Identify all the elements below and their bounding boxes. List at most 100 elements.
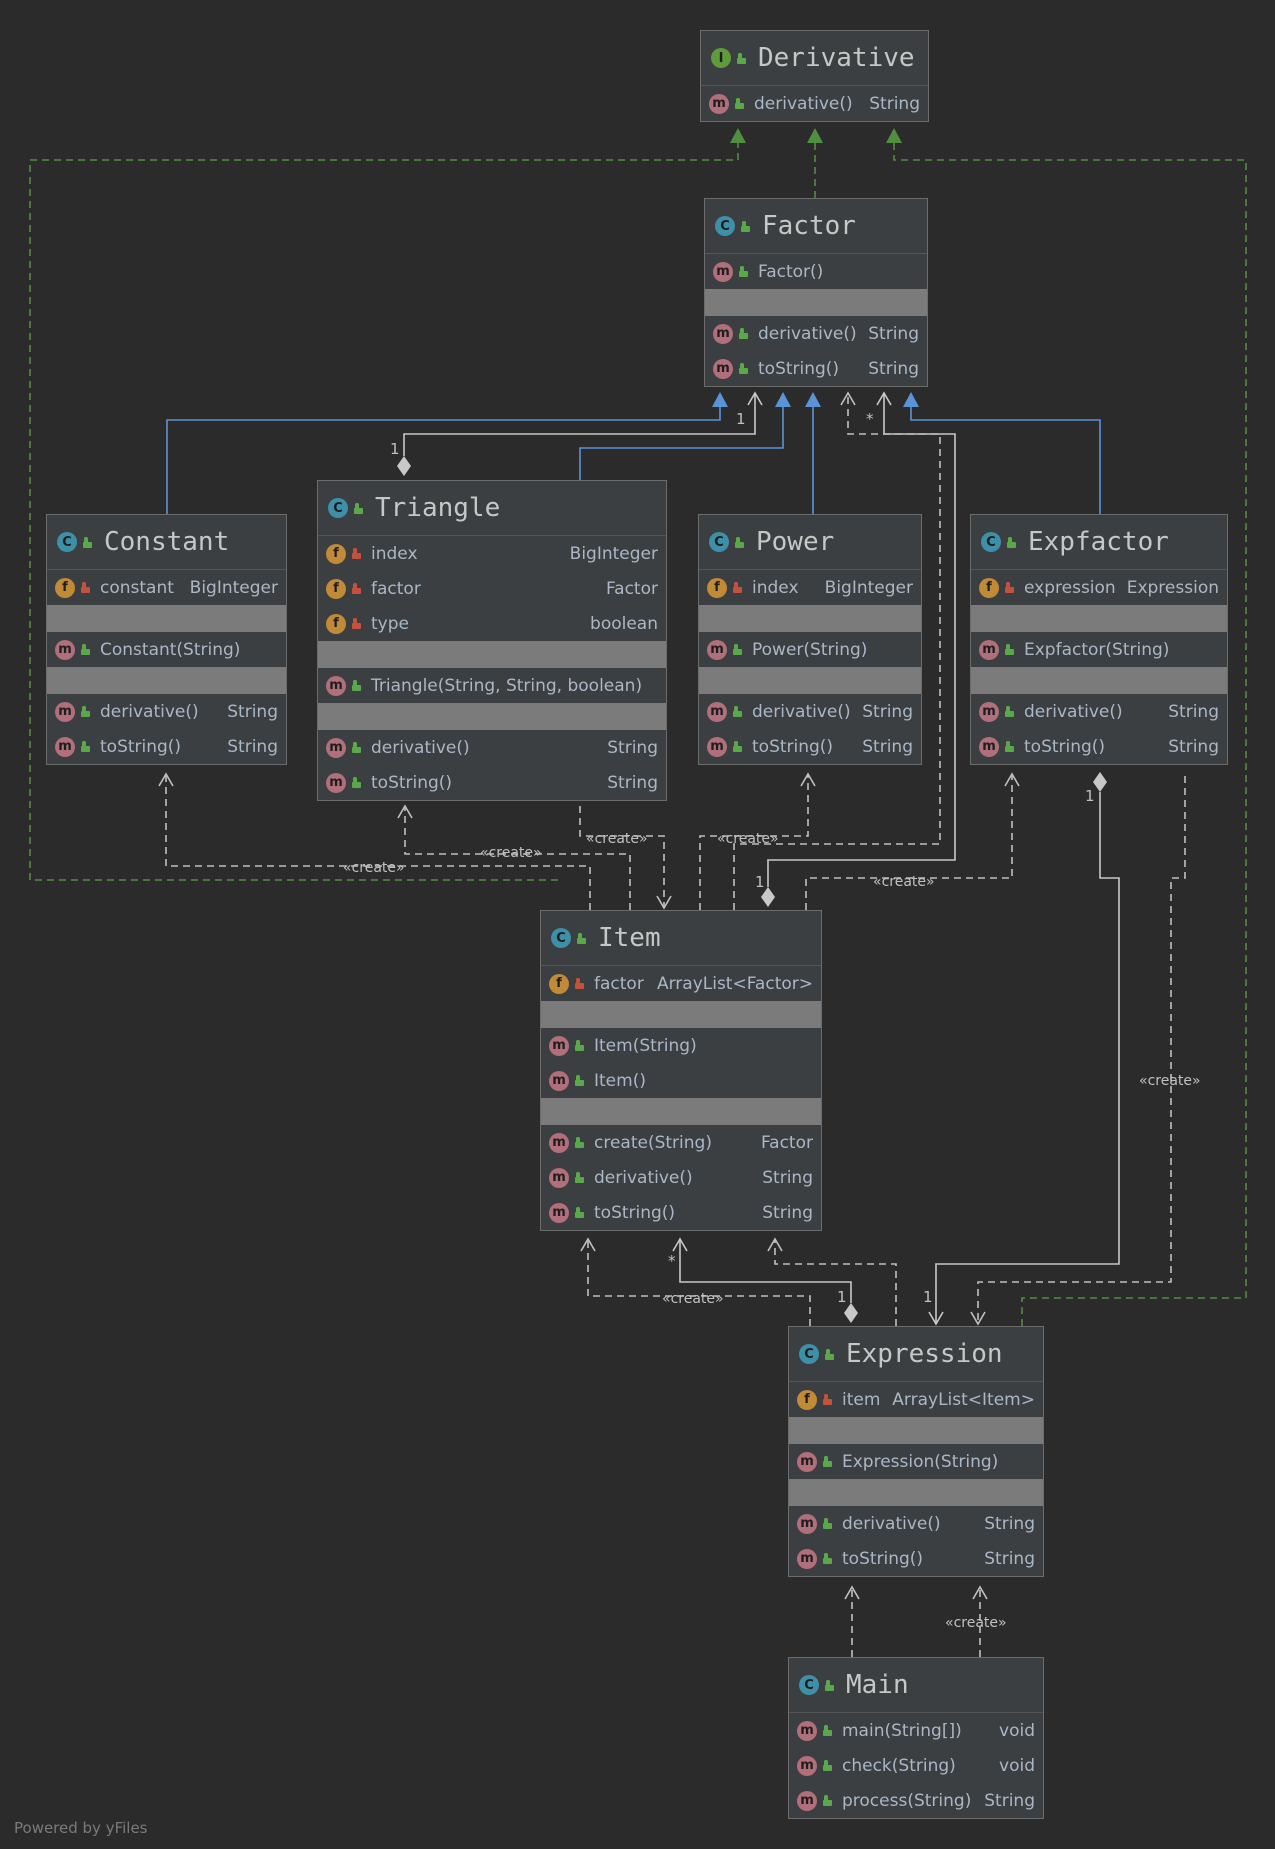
member-name: toString() [371,772,453,793]
create-label: «create» [343,860,405,876]
inheritance-edge [579,407,784,480]
member-name: derivative() [754,93,853,114]
member-name: Constant(String) [100,639,241,660]
method-row[interactable]: m derivative() String [705,316,927,351]
multiplicity-label: 1 [923,1288,933,1306]
member-name: derivative() [752,701,851,722]
member-name: derivative() [758,323,857,344]
multiplicity-label: * [668,1252,676,1270]
field-icon: f [55,577,75,598]
member-name: toString() [100,736,182,757]
member-type: BigInteger [569,543,658,564]
public-lock-icon [575,1172,584,1183]
empty-section [318,703,666,730]
yfiles-footer: Powered by yFiles [14,1819,148,1837]
empty-section [47,667,286,694]
class-title: Expfactor [1028,527,1169,557]
create-label: «create» [873,874,935,890]
class-icon: C [551,928,571,948]
class-icon: C [328,498,348,518]
member-type: String [869,93,920,114]
aggregation-diamond [1093,772,1107,792]
member-name: index [752,577,799,598]
member-name: Expfactor(String) [1024,639,1170,660]
empty-section [971,667,1227,694]
empty-section [541,1098,821,1125]
empty-section [705,289,927,316]
public-lock-icon [1005,706,1014,717]
method-icon: m [713,323,733,344]
association-arrowhead [672,1237,688,1252]
public-lock-icon [575,1137,584,1148]
class-title: Main [846,1670,909,1700]
field-icon: f [326,578,346,599]
member-type: void [999,1720,1035,1741]
private-lock-icon [575,978,584,989]
inheritance-arrowhead [775,392,791,407]
method-icon: m [326,675,346,696]
class-icon: C [709,532,729,552]
field-icon: f [707,577,727,598]
public-lock-icon [823,1725,832,1736]
public-lock-icon [577,932,586,944]
association-arrowhead [747,391,763,406]
public-lock-icon [733,706,742,717]
member-name: check(String) [842,1755,956,1776]
public-lock-icon [354,502,363,514]
member-type: String [868,323,919,344]
public-lock-icon [575,1207,584,1218]
dependency-arrowhead [1004,772,1020,787]
field-icon: f [326,613,346,634]
inheritance-edge [166,407,721,514]
method-icon: m [549,1035,569,1056]
dependency-arrowhead [767,1237,783,1252]
member-name: derivative() [842,1513,941,1534]
member-name: factor [371,578,421,599]
